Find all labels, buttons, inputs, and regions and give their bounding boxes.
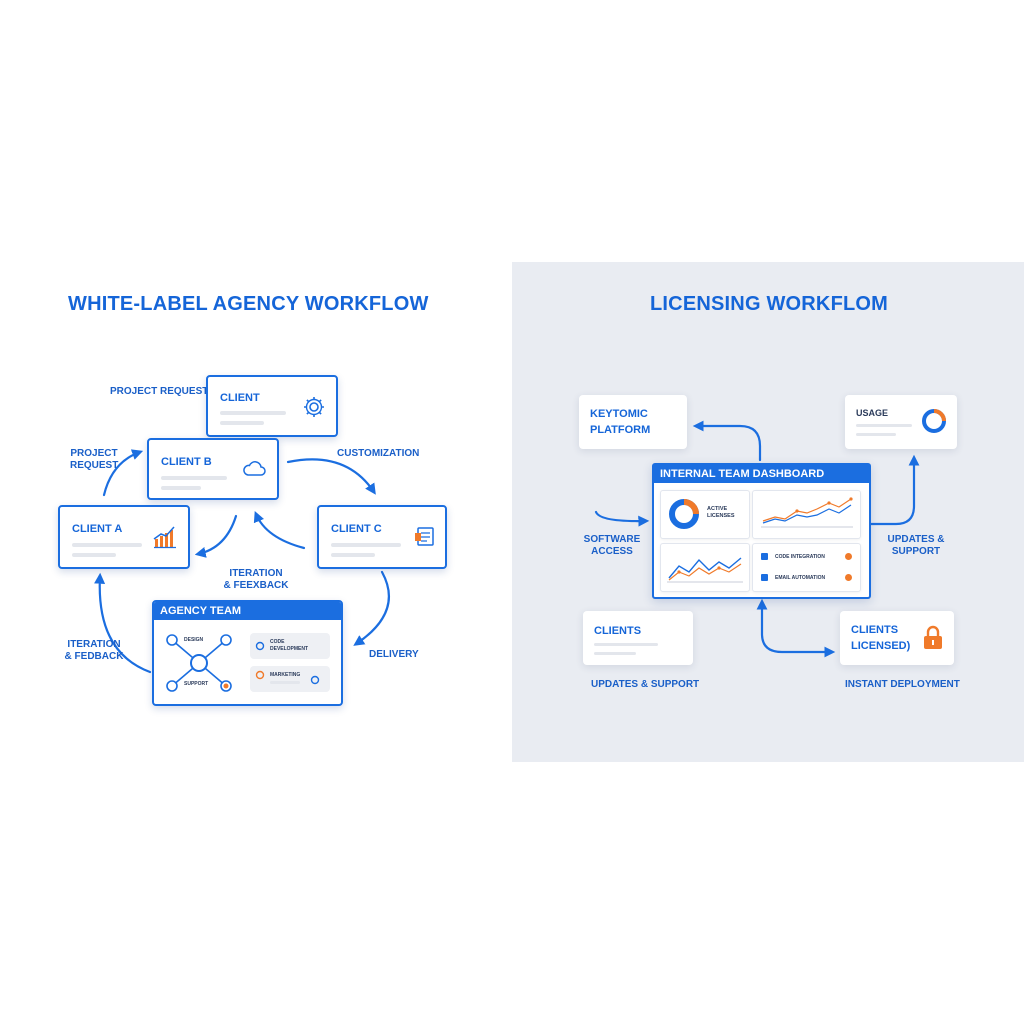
arrow-delivery <box>353 570 390 646</box>
team-node-label-bottom: SUPPORT <box>184 681 209 687</box>
integrations-list-widget[interactable]: CODE INTEGRATION EMAIL AUTOMATION <box>752 543 861 592</box>
agency-workflow-title: WHITE-LABEL AGENCY WORKFLOW <box>68 293 429 315</box>
checkbox-icon[interactable] <box>761 574 768 581</box>
lock-icon <box>924 625 942 649</box>
arrow-b-to-a <box>194 514 238 558</box>
line-chart-icon <box>667 557 743 583</box>
label-updates-support-bottom: UPDATES & SUPPORT <box>591 679 700 690</box>
licenses-donut-icon <box>669 499 699 529</box>
placeholder-line <box>594 652 636 655</box>
placeholder-line <box>856 424 912 427</box>
active-licenses-label-2: LICENSES <box>707 513 735 519</box>
label-iteration-left: ITERATION & FEDBACK <box>64 639 124 662</box>
client-a-card-title: CLIENT A <box>72 523 123 535</box>
label-project-request-side: PROJECT REQUEST <box>70 448 119 471</box>
usage-donut-icon <box>922 409 946 433</box>
team-pill-marketing[interactable]: MARKETING <box>250 666 330 692</box>
status-dot-icon <box>845 553 852 560</box>
pill-text: DEVELOPMENT <box>270 646 309 652</box>
pill-text: CODE <box>270 639 285 645</box>
client-card[interactable]: CLIENT <box>206 375 338 437</box>
placeholder-line <box>331 543 401 547</box>
dashboard-header: INTERNAL TEAM DASHBOARD <box>654 465 869 483</box>
trend-chart-widget-top <box>752 490 861 539</box>
usage-card[interactable]: USAGE <box>845 395 957 449</box>
clients-card[interactable]: CLIENTS <box>583 611 693 665</box>
label-project-request-top: PROJECT REQUEST <box>110 386 209 397</box>
placeholder-line <box>856 433 896 436</box>
client-b-card-title: CLIENT B <box>161 456 212 468</box>
usage-title: USAGE <box>856 408 889 418</box>
label-customization: CUSTOMIZATION <box>337 448 420 459</box>
placeholder-line <box>161 476 227 480</box>
placeholder-line <box>594 643 658 646</box>
checkbox-icon[interactable] <box>761 553 768 560</box>
placeholder-line <box>220 411 286 415</box>
internal-team-dashboard[interactable]: INTERNAL TEAM DASHBOARD ACTIVE LICENSES … <box>652 463 871 599</box>
licensing-workflow-title: LICENSING WORKFLOM <box>650 293 889 315</box>
client-b-card[interactable]: CLIENT B <box>147 438 279 500</box>
document-stack-icon <box>415 527 434 546</box>
label-delivery: DELIVERY <box>369 649 419 660</box>
placeholder-line <box>72 553 116 557</box>
keytomic-platform-card[interactable]: KEYTOMIC PLATFORM <box>579 395 687 449</box>
platform-title: KEYTOMIC PLATFORM <box>590 408 651 436</box>
status-circle-icon <box>310 675 320 685</box>
client-card-title: CLIENT <box>220 392 260 404</box>
placeholder-line <box>161 486 201 490</box>
trend-chart-widget-bottom <box>660 543 750 592</box>
label-software-access: SOFTWARE ACCESS <box>583 534 641 557</box>
client-a-card[interactable]: CLIENT A <box>58 505 190 569</box>
status-circle-icon <box>255 641 265 651</box>
placeholder-line <box>331 553 375 557</box>
active-licenses-label-1: ACTIVE <box>707 506 728 512</box>
bar-chart-icon <box>153 526 176 549</box>
active-licenses-widget[interactable]: ACTIVE LICENSES <box>660 490 750 539</box>
status-dot-icon <box>845 574 852 581</box>
label-iteration-center: ITERATION & FEEXBACK <box>223 568 289 591</box>
client-c-card[interactable]: CLIENT C <box>317 505 447 569</box>
arrow-customization <box>286 458 376 495</box>
line-chart-icon <box>761 497 853 528</box>
team-node-label-top: DESIGN <box>184 637 204 643</box>
label-instant-deployment: INSTANT DEPLOYMENT <box>845 679 960 690</box>
placeholder-line <box>270 681 300 684</box>
clients-licensed-card[interactable]: CLIENTS LICENSED) <box>840 611 954 665</box>
team-pill-development[interactable]: CODE DEVELOPMENT <box>250 633 330 659</box>
cloud-icon <box>243 461 266 476</box>
agency-team-header: AGENCY TEAM <box>154 602 341 620</box>
placeholder-line <box>72 543 142 547</box>
team-network-icon <box>166 634 232 692</box>
gear-icon <box>304 397 324 417</box>
agency-team-card[interactable]: AGENCY TEAM DESIGN SUPPORT CODE DEVELOPM… <box>152 600 343 706</box>
status-circle-icon <box>255 670 265 680</box>
list-item-text: CODE INTEGRATION <box>775 554 825 560</box>
clients-title: CLIENTS <box>594 625 642 637</box>
label-updates-support-right: UPDATES & SUPPORT <box>887 534 945 557</box>
client-c-card-title: CLIENT C <box>331 523 382 535</box>
placeholder-line <box>220 421 264 425</box>
pill-text: MARKETING <box>270 672 301 678</box>
clients-licensed-title: CLIENTS LICENSED) <box>851 624 911 652</box>
list-item-text: EMAIL AUTOMATION <box>775 575 826 581</box>
arrow-c-to-b <box>253 510 306 550</box>
